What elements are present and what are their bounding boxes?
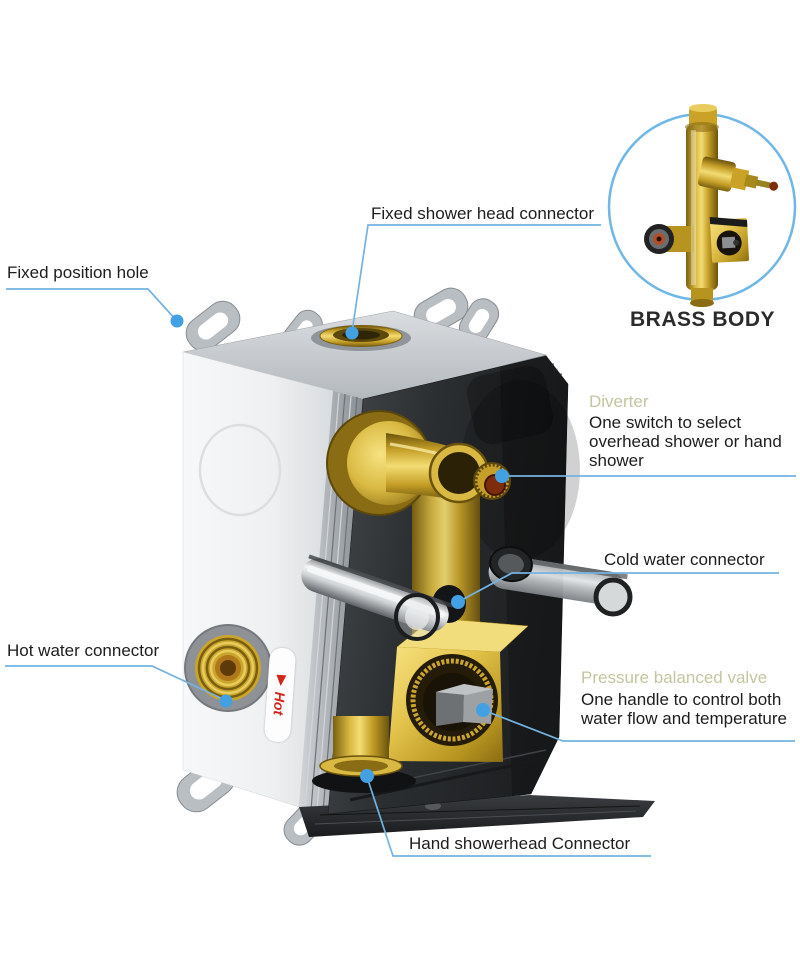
callout-title-pressure-valve: Pressure balanced valve — [581, 668, 768, 687]
fixed-shower-head-port — [311, 325, 411, 351]
callout-label-hand-showerhead: Hand showerhead Connector — [409, 834, 631, 853]
cavity-recess-shadow — [466, 365, 554, 445]
callout-lines — [5, 224, 796, 857]
face-embossed-circle — [198, 423, 282, 517]
callout-label-fixed-shower-head: Fixed shower head connector — [371, 204, 595, 223]
callout-dot-cold-water — [451, 595, 465, 609]
inset-caption-brass-body: BRASS BODY — [629, 308, 776, 331]
callout-dot-fixed-position-hole — [170, 314, 184, 328]
mounting-tab-top-right-2 — [458, 298, 500, 344]
callout-dot-fixed-shower-head — [345, 326, 359, 340]
callout-label-fixed-position-hole: Fixed position hole — [7, 263, 149, 282]
callout-line-fixed-shower-head — [351, 224, 601, 333]
valve-stem-top — [436, 684, 493, 695]
brass-body-inset — [607, 104, 797, 307]
mounting-tab-top-left — [185, 300, 241, 352]
pressure-valve-cube — [388, 617, 529, 762]
callout-desc-pressure-valve: One handle to control both water flow an… — [581, 690, 787, 728]
diverter-assembly — [326, 410, 511, 516]
outlet-pipe — [301, 554, 454, 641]
callout-line-cold-water — [457, 572, 779, 603]
callout-desc-diverter: One switch to select overhead shower or … — [589, 413, 782, 470]
hand-shower-fitting — [312, 716, 416, 793]
callout-dot-hand-showerhead — [360, 769, 374, 783]
callout-line-pressure-valve — [482, 709, 795, 742]
hot-marking-text: Hot — [270, 691, 289, 716]
cavity-wall-shadow — [460, 380, 580, 560]
callout-dots — [170, 314, 509, 783]
callout-line-hand-showerhead — [366, 776, 651, 857]
valve-stem-side — [436, 684, 464, 726]
valve-box — [176, 287, 655, 846]
callout-line-hot-water — [5, 665, 226, 701]
callout-line-fixed-position-hole — [6, 288, 177, 321]
brass-body-mini — [644, 104, 779, 307]
callout-label-cold-water: Cold water connector — [604, 550, 765, 569]
callout-dot-hot-water — [219, 694, 233, 708]
callout-label-hot-water: Hot water connector — [7, 641, 160, 660]
hot-arrow-icon — [275, 674, 287, 687]
callout-dot-diverter — [495, 469, 509, 483]
callout-dot-pressure-valve — [476, 703, 490, 717]
callout-title-diverter: Diverter — [589, 392, 649, 411]
hot-water-port — [184, 624, 272, 712]
